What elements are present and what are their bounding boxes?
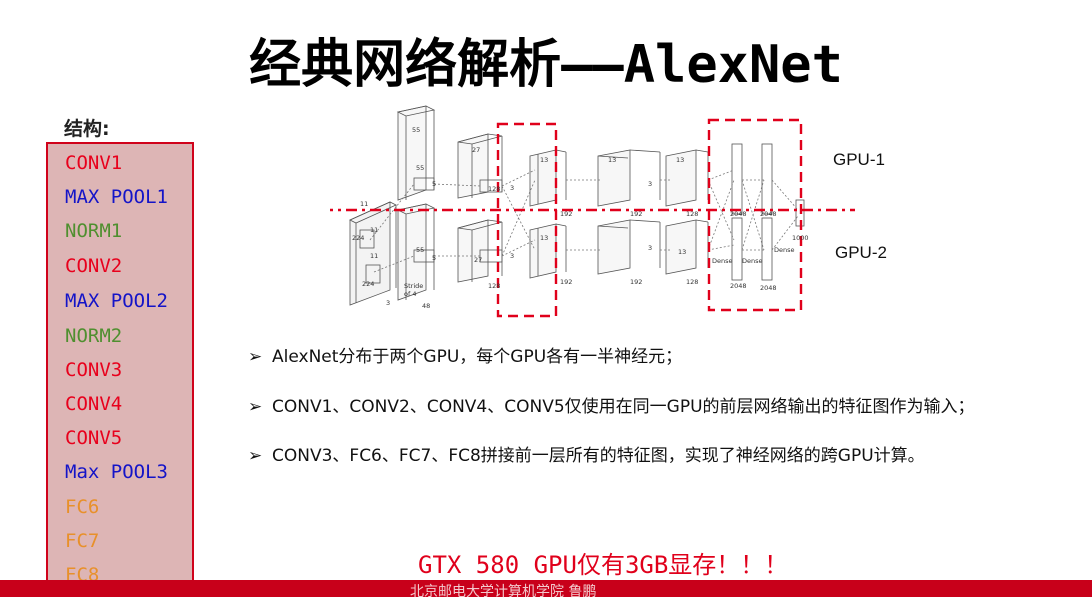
diagram-label: 3 <box>386 299 390 307</box>
diagram-label: 128 <box>488 282 500 290</box>
layer-item: NORM1 <box>65 220 123 242</box>
diagram-label: 192 <box>630 278 642 286</box>
arrow-bullet-icon: ➢ <box>248 347 263 367</box>
footer-text: 北京邮电大学计算机学院 鲁鹏 <box>410 584 597 600</box>
diagram-label: 27 <box>474 256 482 264</box>
layer-item: CONV3 <box>65 359 123 381</box>
layer-list-box: CONV1 MAX POOL1 NORM1 CONV2 MAX POOL2 NO… <box>46 142 194 588</box>
layer-item: Max POOL3 <box>65 461 168 483</box>
layer-item: CONV4 <box>65 393 123 415</box>
diagram-label: 13 <box>678 248 686 256</box>
gpu2-label: GPU-2 <box>835 243 887 262</box>
diagram-label: Dense <box>774 246 795 254</box>
bullet-text: AlexNet分布于两个GPU，每个GPU各有一半神经元； <box>272 347 683 367</box>
diagram-label: 2048 <box>760 210 777 218</box>
diagram-label: 5 <box>432 180 436 188</box>
diagram-label: 192 <box>560 210 572 218</box>
gtx-note: GTX 580 GPU仅有3GB显存！！！ <box>418 551 789 579</box>
diagram-label: 11 <box>370 226 378 234</box>
diagram-label: 55 <box>416 246 424 254</box>
layer-item: CONV1 <box>65 152 123 174</box>
layer-item: MAX POOL2 <box>65 290 168 312</box>
bullet-item: ➢ CONV3、FC6、FC7、FC8拼接前一层所有的特征图，实现了神经网络的跨G… <box>248 441 925 466</box>
diagram-label: 13 <box>540 156 548 164</box>
arrow-bullet-icon: ➢ <box>248 397 263 417</box>
diagram-label: 27 <box>472 146 480 154</box>
diagram-label: 13 <box>608 156 616 164</box>
diagram-label: Stride <box>404 282 423 290</box>
diagram-label: of 4 <box>404 290 416 298</box>
diagram-label: 48 <box>422 302 430 310</box>
layer-item: CONV5 <box>65 427 123 449</box>
bullet-item: ➢ CONV1、CONV2、CONV4、CONV5仅使用在同一GPU的前层网络输出… <box>248 392 975 417</box>
footer-bar <box>0 580 1092 597</box>
gpu1-label: GPU-1 <box>833 150 885 169</box>
structure-label: 结构: <box>64 118 110 140</box>
layer-item: CONV2 <box>65 255 123 277</box>
diagram-label: 2048 <box>760 284 777 292</box>
bullet-text: CONV3、FC6、FC7、FC8拼接前一层所有的特征图，实现了神经网络的跨GP… <box>272 446 925 466</box>
diagram-label: 3 <box>510 184 514 192</box>
diagram-label: 2048 <box>730 282 747 290</box>
diagram-label: 224 <box>352 234 364 242</box>
page-title: 经典网络解析——AlexNet <box>249 35 843 95</box>
diagram-label: 55 <box>412 126 420 134</box>
diagram-label: 2048 <box>730 210 747 218</box>
diagram-label: 3 <box>648 244 652 252</box>
diagram-label: 192 <box>630 210 642 218</box>
diagram-label: 55 <box>416 164 424 172</box>
diagram-label: 1000 <box>792 234 809 242</box>
diagram-label: Dense <box>742 257 763 265</box>
diagram-label: 224 <box>362 280 374 288</box>
bullet-text: CONV1、CONV2、CONV4、CONV5仅使用在同一GPU的前层网络输出的… <box>272 397 975 417</box>
diagram-label: 128 <box>686 210 698 218</box>
arrow-bullet-icon: ➢ <box>248 446 263 466</box>
diagram-label: 3 <box>648 180 652 188</box>
diagram-label: 3 <box>510 252 514 260</box>
conv3-highlight-box <box>496 122 558 318</box>
diagram-label: 128 <box>488 185 500 193</box>
layer-item: FC7 <box>65 530 100 552</box>
alexnet-architecture-diagram: 55 55 55 224 224 11 11 11 Stride of 4 3 … <box>330 105 855 318</box>
diagram-label: 5 <box>432 254 436 262</box>
layer-item: FC6 <box>65 496 100 518</box>
diagram-label: Dense <box>712 257 733 265</box>
diagram-label: 13 <box>540 234 548 242</box>
diagram-label: 192 <box>560 278 572 286</box>
diagram-label: 13 <box>676 156 684 164</box>
diagram-label: 128 <box>686 278 698 286</box>
fc-highlight-box <box>707 118 803 312</box>
diagram-label: 11 <box>370 252 378 260</box>
layer-item: MAX POOL1 <box>65 186 168 208</box>
layer-item: NORM2 <box>65 325 123 347</box>
bullet-item: ➢ AlexNet分布于两个GPU，每个GPU各有一半神经元； <box>248 342 682 367</box>
diagram-label: 11 <box>360 200 368 208</box>
